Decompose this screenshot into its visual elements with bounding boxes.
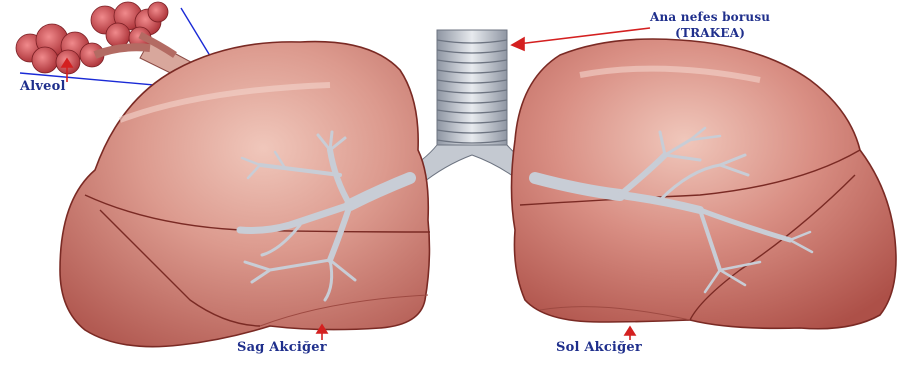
alveol-label: Alveol — [20, 79, 66, 94]
left-lung-label: Sol Akciğer — [556, 340, 642, 355]
trachea-label-line2: (TRAKEA) — [650, 25, 770, 41]
right-lung-label: Sag Akciğer — [237, 340, 327, 355]
trachea-label: Ana nefes borusu (TRAKEA) — [650, 9, 770, 41]
trachea-label-line1: Ana nefes borusu — [650, 9, 770, 25]
